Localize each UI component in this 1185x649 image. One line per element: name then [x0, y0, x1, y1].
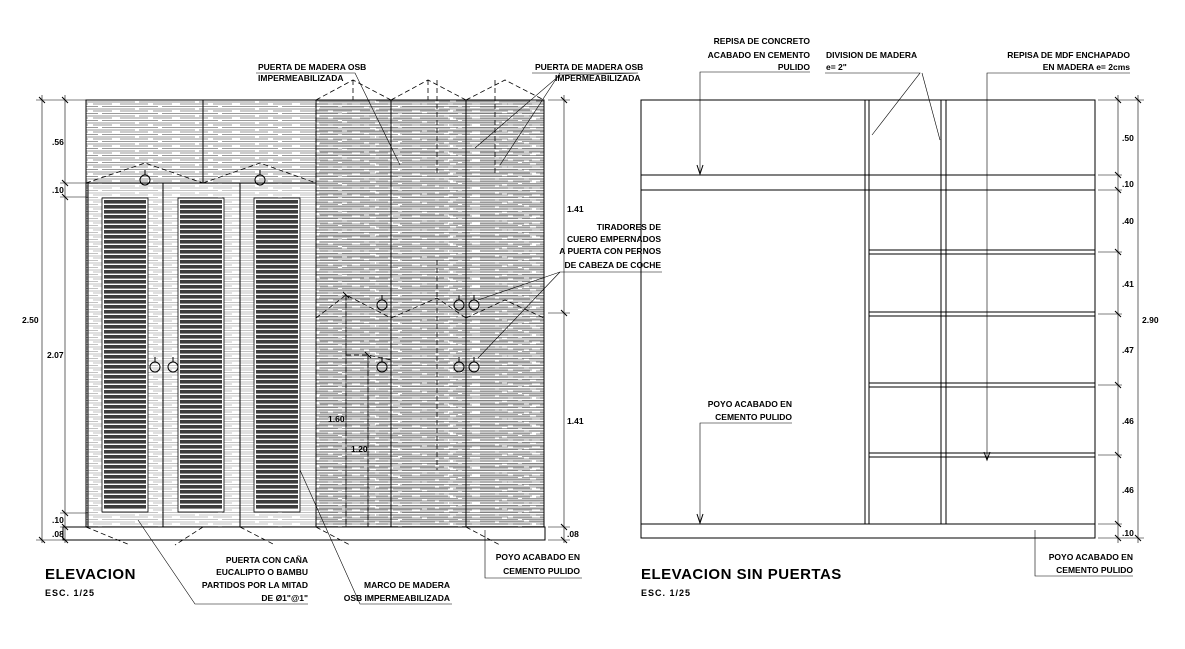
dim-010b: .10 — [52, 515, 64, 525]
dim-008: .08 — [52, 529, 64, 539]
mdf-shelves — [868, 249, 1096, 458]
dim-120: 1.20 — [351, 444, 368, 454]
dim-r-047: .47 — [1122, 345, 1134, 355]
note-cane-4: DE Ø1"@1" — [261, 593, 308, 603]
note-frame-1: MARCO DE MADERA — [364, 580, 450, 590]
note-mdf-1: REPISA DE MDF ENCHAPADO — [1007, 50, 1130, 60]
concrete-shelf — [640, 174, 1096, 191]
note-door-osb-1: PUERTA DE MADERA OSB — [258, 62, 366, 72]
note-base-right-2: CEMENTO PULIDO — [715, 412, 792, 422]
dim-r-046a: .46 — [1122, 416, 1134, 426]
note-handles-3: A PUERTA CON PERNOS — [559, 246, 661, 256]
note-base-right-3: POYO ACABADO EN — [1049, 552, 1133, 562]
right-elevation: REPISA DE CONCRETO ACABADO EN CEMENTO PU… — [640, 36, 1159, 598]
note-shelf-2: ACABADO EN CEMENTO — [708, 50, 811, 60]
note-handles-4: DE CABEZA DE COCHE — [565, 260, 662, 270]
note-shelf-3: PULIDO — [778, 62, 811, 72]
leader-lines-left — [137, 72, 662, 605]
note-door-osb-2: IMPERMEABILIZADA — [258, 73, 343, 83]
dim-r-010a: .10 — [1122, 179, 1134, 189]
concrete-base-right — [640, 523, 1096, 539]
right-dimensions — [1098, 95, 1144, 543]
note-cane-2: EUCALIPTO O BAMBU — [216, 567, 308, 577]
dim-160: 1.60 — [328, 414, 345, 424]
dim-141a: 1.41 — [567, 204, 584, 214]
note-shelf-1: REPISA DE CONCRETO — [714, 36, 811, 46]
dim-r-050: .50 — [1122, 133, 1134, 143]
dim-r-010b: .10 — [1122, 528, 1134, 538]
right-scale: ESC. 1/25 — [641, 588, 691, 598]
note-base-1: POYO ACABADO EN — [496, 552, 580, 562]
note-division-1: DIVISION DE MADERA — [826, 50, 917, 60]
left-elevation: PUERTA DE MADERA OSB IMPERMEABILIZADA PU… — [22, 62, 662, 605]
left-scale: ESC. 1/25 — [45, 588, 95, 598]
note-handles-2: CUERO EMPERNADOS — [567, 234, 661, 244]
left-dimensions — [36, 95, 570, 544]
left-title: ELEVACION — [45, 566, 136, 583]
note-base-right-4: CEMENTO PULIDO — [1056, 565, 1133, 575]
note-handles-1: TIRADORES DE — [597, 222, 662, 232]
dim-056: .56 — [52, 137, 64, 147]
note-cane-3: PARTIDOS POR LA MITAD — [202, 580, 308, 590]
wall-outline — [640, 99, 1096, 539]
note-door-osb-3: PUERTA DE MADERA OSB — [535, 62, 643, 72]
dim-r-040: .40 — [1122, 216, 1134, 226]
concrete-base — [62, 526, 546, 541]
dim-r-290: 2.90 — [1142, 315, 1159, 325]
dim-250: 2.50 — [22, 315, 39, 325]
leader-lines-right — [696, 71, 1133, 577]
note-door-osb-4: IMPERMEABILIZADA — [555, 73, 640, 83]
dim-r-046b: .46 — [1122, 485, 1134, 495]
osb-door-panel-right — [316, 100, 544, 527]
right-title: ELEVACION SIN PUERTAS — [641, 566, 842, 583]
dim-010a: .10 — [52, 185, 64, 195]
note-mdf-2: EN MADERA e= 2cms — [1043, 62, 1131, 72]
note-base-right-1: POYO ACABADO EN — [708, 399, 792, 409]
dim-r-041: .41 — [1122, 279, 1134, 289]
note-cane-1: PUERTA CON CAÑA — [226, 555, 308, 565]
note-division-2: e= 2" — [826, 62, 847, 72]
dim-141b: 1.41 — [567, 416, 584, 426]
dim-008r: .08 — [567, 529, 579, 539]
note-frame-2: OSB IMPERMEABILIZADA — [344, 593, 450, 603]
note-base-2: CEMENTO PULIDO — [503, 566, 580, 576]
dim-207: 2.07 — [47, 350, 64, 360]
leather-handle-icon — [139, 170, 480, 373]
